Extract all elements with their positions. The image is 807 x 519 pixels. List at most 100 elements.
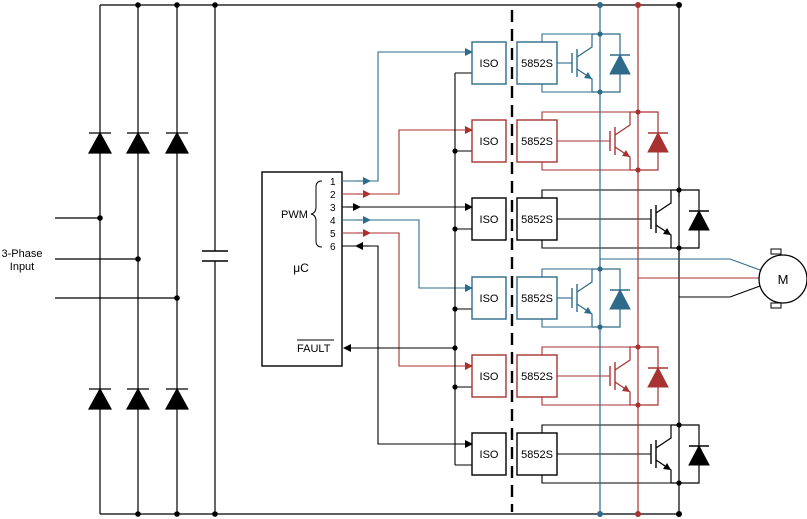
diode-lower-3 <box>164 387 190 410</box>
driver-ic-block <box>516 432 558 476</box>
pwm-label: PWM <box>281 209 308 221</box>
driver-supply-trace <box>541 33 600 42</box>
junction-dot <box>676 511 682 517</box>
pin-label-6: 6 <box>330 242 336 253</box>
igbt-emitter-arrow <box>622 385 630 392</box>
driver-ic-block <box>516 119 558 163</box>
igbt-emitter-lead <box>614 146 631 170</box>
driver-ic-block <box>516 41 558 85</box>
igbt-emitter-arrow <box>584 307 592 314</box>
junction-dot <box>174 2 180 8</box>
motor: M <box>600 248 807 309</box>
driver-ic-block <box>516 276 558 320</box>
igbt-collector-lead <box>614 112 631 136</box>
driver-supply-trace <box>541 346 638 355</box>
fault-label: FAULT <box>297 343 331 355</box>
igbt-collector-lead <box>655 190 672 214</box>
pwm-6-trace <box>342 245 473 448</box>
iso-input-block <box>471 197 507 241</box>
junction-dot <box>452 306 458 312</box>
igbt-switch <box>650 187 710 251</box>
iso-label: ISO <box>480 449 499 461</box>
fault-bus-junctions <box>452 148 458 390</box>
diode-upper-2 <box>125 131 151 154</box>
gate-driver: ISO 5852S <box>471 111 638 171</box>
gate-driver-stack: ISO 5852S ISO 5852S ISO 5852S ISO 5852S ISO 5852S… <box>471 33 679 484</box>
junction-dot <box>212 511 218 517</box>
igbt-switch <box>609 109 669 173</box>
driver-return-trace <box>541 319 600 328</box>
junction-dot <box>452 148 458 154</box>
motor-shaft-top <box>770 248 782 255</box>
driver-supply-trace <box>541 268 600 277</box>
igbt-collector-lead <box>614 347 631 371</box>
freewheel-diode <box>609 288 631 310</box>
igbt-emitter-arrow <box>584 72 592 79</box>
diode-lower-1 <box>87 387 113 410</box>
iso-label: ISO <box>480 136 499 148</box>
iso-label: ISO <box>480 293 499 305</box>
driver-return-trace <box>541 162 638 171</box>
driver-ic-block <box>516 197 558 241</box>
junction-dot <box>135 511 141 517</box>
driver-part-label: 5852S <box>521 214 553 226</box>
junction-dot <box>597 511 603 517</box>
pwm-2-trace <box>342 126 473 195</box>
junction-dot <box>676 2 682 8</box>
igbt-collector-lead <box>655 425 672 449</box>
input-label-line2: Input <box>10 261 34 273</box>
iso-label: ISO <box>480 58 499 70</box>
gate-driver: ISO 5852S <box>471 424 679 484</box>
diode-lower-2 <box>125 387 151 410</box>
freewheel-diode <box>609 53 631 75</box>
igbt-emitter-arrow <box>663 228 671 235</box>
pwm-1-trace <box>342 48 473 182</box>
igbt-emitter-lead <box>576 68 593 92</box>
pin-label-3: 3 <box>330 203 336 214</box>
driver-part-label: 5852S <box>521 58 553 70</box>
three-phase-input <box>55 217 177 299</box>
driver-part-label: 5852S <box>521 449 553 461</box>
igbt-emitter-lead <box>576 303 593 327</box>
driver-part-label: 5852S <box>521 136 553 148</box>
input-label-line1: 3-Phase <box>2 248 43 260</box>
iso-input-block <box>471 354 507 398</box>
junction-dot <box>174 511 180 517</box>
pin-label-2: 2 <box>330 190 336 201</box>
iso-label: ISO <box>480 371 499 383</box>
driver-part-label: 5852S <box>521 293 553 305</box>
fault-bus <box>343 72 472 466</box>
igbt-switch <box>571 31 631 95</box>
igbt-emitter-arrow <box>663 463 671 470</box>
pwm-brace <box>310 180 323 248</box>
dc-link-capacitor <box>202 250 228 262</box>
junction-dot <box>452 226 458 232</box>
igbt-switch <box>571 266 631 330</box>
igbt-emitter-lead <box>614 381 631 405</box>
junction-dot <box>635 2 641 8</box>
motor-shaft-bottom <box>770 302 782 309</box>
motor-label: M <box>778 272 789 287</box>
junction-dot <box>452 345 458 351</box>
igbt-collector-lead <box>576 34 593 58</box>
motor-symbol <box>758 254 807 304</box>
junction-dot <box>135 2 141 8</box>
igbt-switch <box>609 344 669 408</box>
motor-phase-blue <box>600 258 761 271</box>
pwm-5-trace <box>342 232 473 370</box>
driver-return-trace <box>541 397 638 406</box>
driver-supply-trace <box>541 111 638 120</box>
gate-driver: ISO 5852S <box>471 33 600 93</box>
diode-upper-1 <box>87 131 113 154</box>
driver-supply-trace <box>541 189 679 198</box>
mcu-label: μC <box>293 261 309 275</box>
igbt-emitter-lead <box>655 459 672 483</box>
freewheel-diode <box>688 444 710 466</box>
freewheel-diode <box>647 366 669 388</box>
motor-phase-black <box>679 285 761 298</box>
iso-input-block <box>471 276 507 320</box>
igbt-emitter-lead <box>655 224 672 248</box>
